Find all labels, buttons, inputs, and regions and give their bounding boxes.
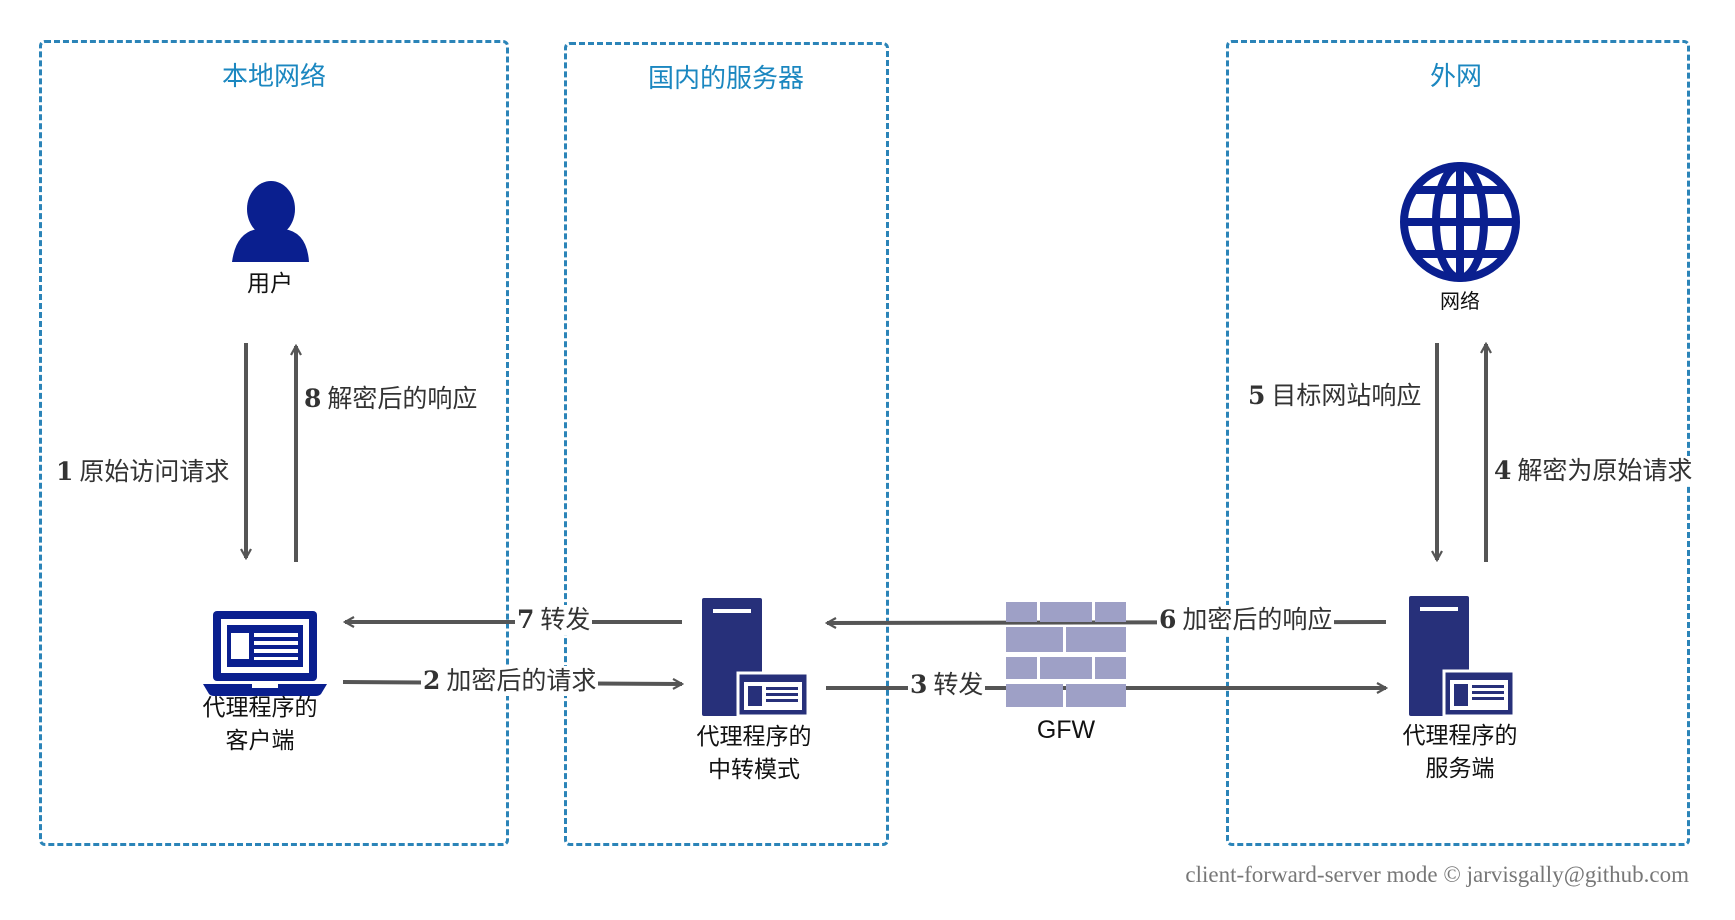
zone-domestic-server: [564, 42, 889, 846]
laptop-icon: [203, 611, 327, 696]
internet-label: 网络: [1440, 289, 1480, 313]
zone-external-network: [1226, 40, 1690, 846]
server-label-line1: 代理程序的: [1402, 723, 1518, 749]
zone-local-title: 本地网络: [221, 62, 326, 92]
zone-external-title: 外网: [1429, 62, 1482, 92]
relay-server-icon: [702, 598, 810, 718]
firewall-icon: [1006, 602, 1126, 707]
relay-label-line2: 中转模式: [708, 757, 800, 783]
zone-local-network: [39, 40, 509, 846]
relay-label-line1: 代理程序的: [696, 724, 812, 750]
user-icon: [232, 181, 309, 262]
firewall-label: GFW: [1036, 716, 1096, 744]
globe-icon: [1400, 162, 1520, 282]
server-label-line2: 服务端: [1425, 756, 1495, 782]
credit-text: client-forward-server mode © jarvisgally…: [1185, 862, 1689, 887]
user-label: 用户: [247, 271, 293, 297]
client-label-line2: 客户端: [225, 728, 295, 754]
client-label-line1: 代理程序的: [202, 695, 318, 721]
zone-domestic-title: 国内的服务器: [647, 64, 804, 94]
remote-server-icon: [1409, 596, 1516, 718]
